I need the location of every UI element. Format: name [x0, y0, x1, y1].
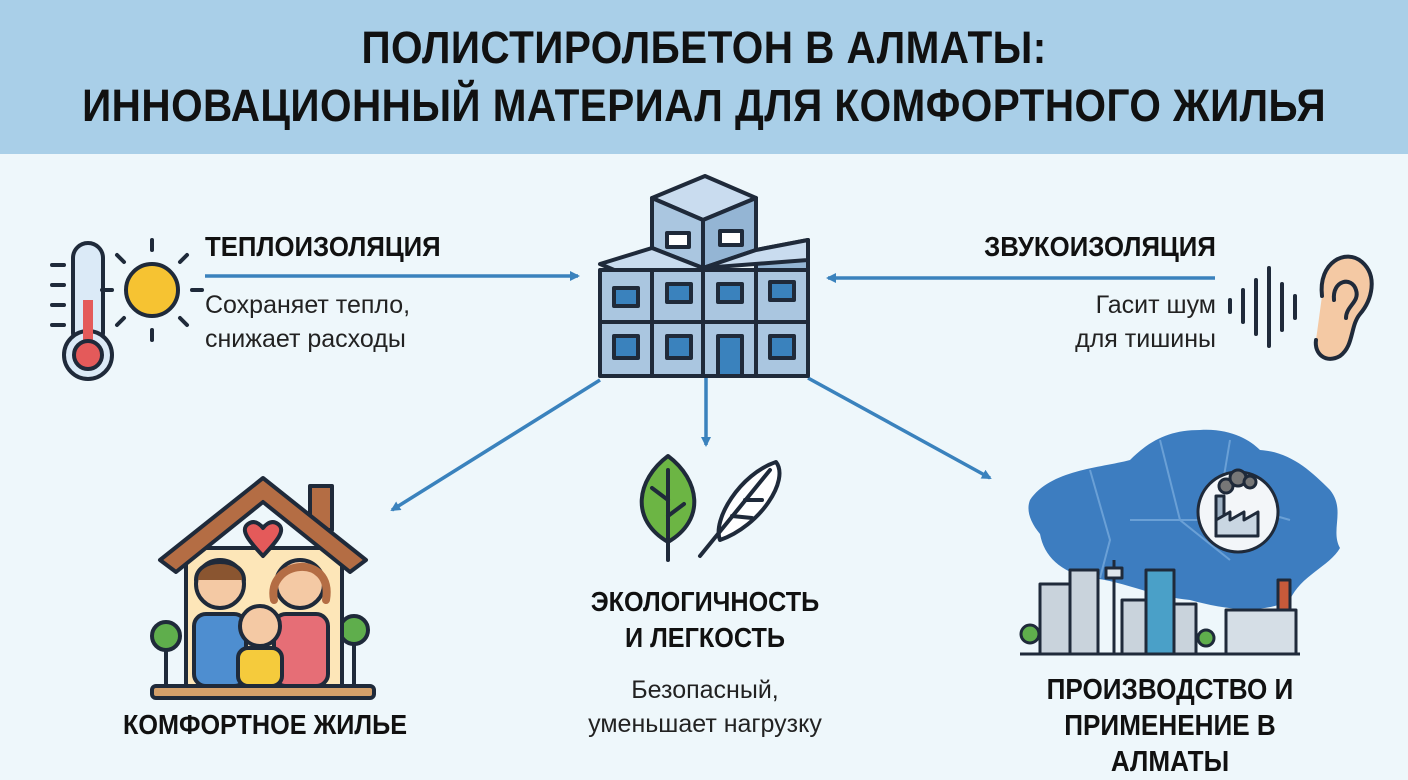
- thermometer-icon: [50, 241, 114, 381]
- city-skyline-icon: [1019, 560, 1300, 656]
- sound-desc-line-1: Гасит шум: [1095, 291, 1216, 319]
- thermal-description: Сохраняет тепло, снижает расходы: [205, 288, 410, 356]
- eco-heading-line-1: ЭКОЛОГИЧНОСТЬ: [590, 586, 820, 617]
- thermal-heading: ТЕПЛОИЗОЛЯЦИЯ: [205, 231, 441, 262]
- thermal-desc-line-2: снижает расходы: [205, 325, 406, 353]
- feather-icon: [698, 460, 782, 558]
- sun-icon: [100, 238, 204, 342]
- header-banner: ПОЛИСТИРОЛБЕТОН В АЛМАТЫ: ИННОВАЦИОННЫЙ …: [0, 0, 1408, 154]
- production-heading: ПРОИЗВОДСТВО И ПРИМЕНЕНИЕ В АЛМАТЫ: [1008, 672, 1332, 780]
- eco-description: Безопасный, уменьшает нагрузку: [540, 673, 870, 741]
- title-line-1: ПОЛИСТИРОЛБЕТОН В АЛМАТЫ:: [361, 22, 1047, 73]
- ear-icon: [1313, 254, 1374, 361]
- page-title: ПОЛИСТИРОЛБЕТОН В АЛМАТЫ: ИННОВАЦИОННЫЙ …: [82, 19, 1326, 135]
- production-heading-line-1: ПРОИЗВОДСТВО И: [1046, 674, 1294, 706]
- sound-description: Гасит шум для тишины: [1075, 288, 1216, 356]
- arrow-center-to-production: [807, 376, 992, 480]
- eco-desc-line-1: Безопасный,: [631, 676, 779, 704]
- sound-heading: ЗВУКОИЗОЛЯЦИЯ: [984, 231, 1216, 262]
- factory-icon: [1196, 468, 1280, 554]
- connector-arrows: [205, 271, 1215, 512]
- kazakhstan-map-icon: [1028, 429, 1340, 610]
- eco-heading-line-2: И ЛЕГКОСТЬ: [625, 622, 785, 653]
- title-line-2: ИННОВАЦИОННЫЙ МАТЕРИАЛ ДЛЯ КОМФОРТНОГО Ж…: [82, 80, 1326, 131]
- eco-desc-line-2: уменьшает нагрузку: [588, 710, 822, 738]
- home-heading: КОМФОРТНОЕ ЖИЛЬЕ: [122, 709, 408, 740]
- arrow-center-to-home: [390, 378, 601, 512]
- family-house-icon: [150, 476, 376, 700]
- sound-desc-line-2: для тишины: [1075, 325, 1216, 353]
- concrete-blocks-icon: [598, 174, 810, 378]
- thermal-desc-line-1: Сохраняет тепло,: [205, 291, 411, 319]
- sound-wave-icon: [1228, 266, 1297, 348]
- leaf-icon: [639, 454, 697, 562]
- eco-heading: ЭКОЛОГИЧНОСТЬ И ЛЕГКОСТЬ: [575, 584, 836, 656]
